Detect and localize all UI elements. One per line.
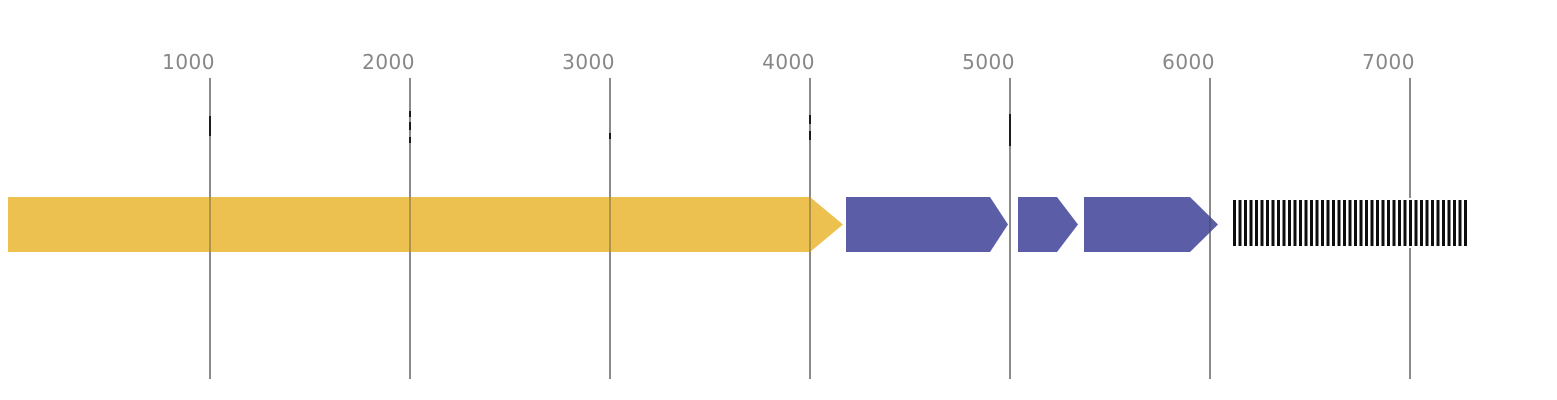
feature-2-arrow [846, 197, 1008, 252]
tick-label-5000: 5000 [962, 50, 1015, 74]
gridline-showthrough [409, 197, 411, 252]
feature-5-hatched-box [1231, 198, 1469, 248]
gridline-ink-dash [809, 115, 811, 124]
gridline-ink-dash [409, 111, 411, 117]
feature-4-arrow [1084, 197, 1218, 252]
feature-1-arrow [8, 197, 843, 252]
tick-label-6000: 6000 [1162, 50, 1215, 74]
gridline-5000 [1009, 78, 1011, 379]
gridline-ink-dash [409, 122, 411, 130]
tick-label-1000: 1000 [162, 50, 215, 74]
gridline-showthrough [609, 197, 611, 252]
gridline-showthrough [1209, 197, 1211, 252]
gridline-ink-dash [609, 133, 611, 139]
tick-label-3000: 3000 [562, 50, 615, 74]
gridline-ink-dash [209, 116, 211, 136]
tick-label-2000: 2000 [362, 50, 415, 74]
feature-3-arrow [1018, 197, 1078, 252]
gridline-showthrough [209, 197, 211, 252]
tick-label-7000: 7000 [1362, 50, 1415, 74]
gridline-ink-dash [809, 131, 811, 140]
tick-label-4000: 4000 [762, 50, 815, 74]
gridline-showthrough [809, 197, 811, 252]
gridline-ink-dash [409, 137, 411, 143]
gridline-ink-dash [1009, 114, 1011, 146]
